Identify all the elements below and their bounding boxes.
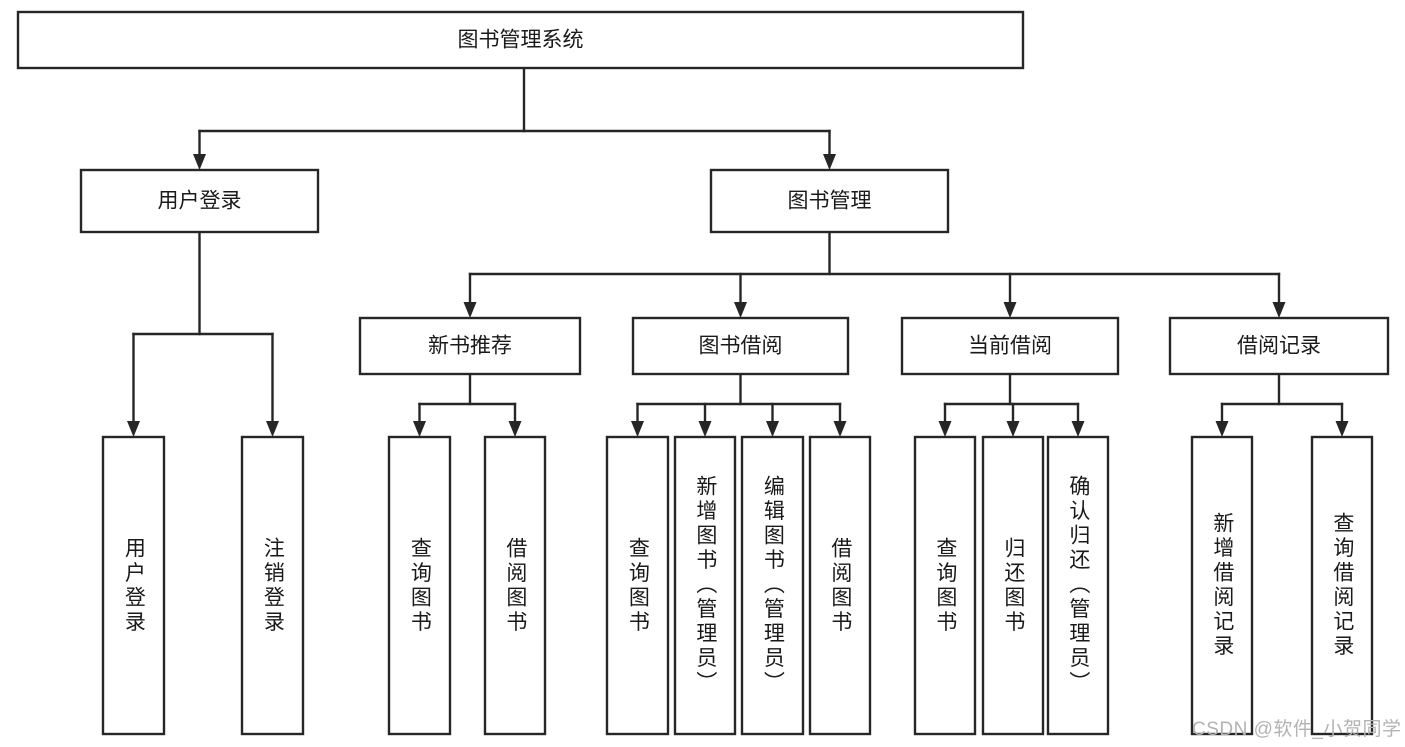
arrow-head-icon (1071, 421, 1085, 437)
arrow-head-icon (266, 421, 279, 437)
node-label: 当前借阅 (968, 335, 1052, 358)
arrow-head-icon (463, 302, 477, 318)
arrow-head-icon (766, 421, 779, 437)
node-leaf-query-book-2 (605, 435, 670, 736)
node-label: 新书推荐 (428, 335, 512, 358)
arrow-head-icon (1215, 421, 1229, 437)
arrow-head-icon (734, 302, 747, 318)
node-leaf-query-book-1 (387, 435, 452, 736)
node-leaf-borrow-book-1 (483, 435, 547, 736)
node-label: 用户登录 (158, 190, 242, 213)
node-root (16, 10, 1025, 70)
node-label: 图书管理系统 (458, 29, 584, 52)
node-leaf-query-book-3 (913, 435, 977, 736)
node-boxes (16, 10, 1390, 736)
node-leaf-user-login (101, 435, 166, 736)
node-leaf-add-book (673, 435, 737, 736)
node-leaf-query-record (1310, 435, 1374, 736)
arrow-head-icon (833, 421, 847, 437)
arrow-head-icon (1272, 302, 1286, 318)
arrow-head-icon (1335, 421, 1349, 437)
arrow-head-icon (127, 421, 140, 437)
node-leaf-confirm-return (1046, 435, 1110, 736)
arrow-head-icon (508, 421, 522, 437)
arrow-head-icon (413, 421, 426, 437)
arrow-head-icon (938, 421, 952, 437)
arrow-head-icon (631, 421, 644, 437)
arrow-head-icon (823, 154, 836, 170)
arrow-head-icon (1006, 421, 1020, 437)
connector-lines (127, 66, 1349, 437)
arrow-head-icon (698, 421, 712, 437)
node-label: 图书借阅 (699, 335, 783, 358)
csdn-watermark: CSDN @软件_小贺同学 (1192, 719, 1402, 740)
arrow-head-icon (193, 154, 206, 170)
node-book-borrow (631, 316, 850, 376)
node-leaf-borrow-book-2 (808, 435, 872, 736)
node-leaf-add-record (1190, 435, 1254, 736)
node-label: 借阅记录 (1237, 335, 1321, 358)
node-label: 图书管理 (788, 190, 872, 213)
node-current-borrow (900, 316, 1120, 376)
node-book-manage (709, 168, 950, 234)
node-borrow-record (1168, 316, 1390, 376)
arrow-head-icon (1003, 302, 1017, 318)
node-user-login (79, 168, 320, 234)
node-leaf-return-book (981, 435, 1045, 736)
node-new-book-recommend (358, 316, 582, 376)
node-leaf-user-logout (240, 435, 305, 736)
node-leaf-edit-book (740, 435, 805, 736)
